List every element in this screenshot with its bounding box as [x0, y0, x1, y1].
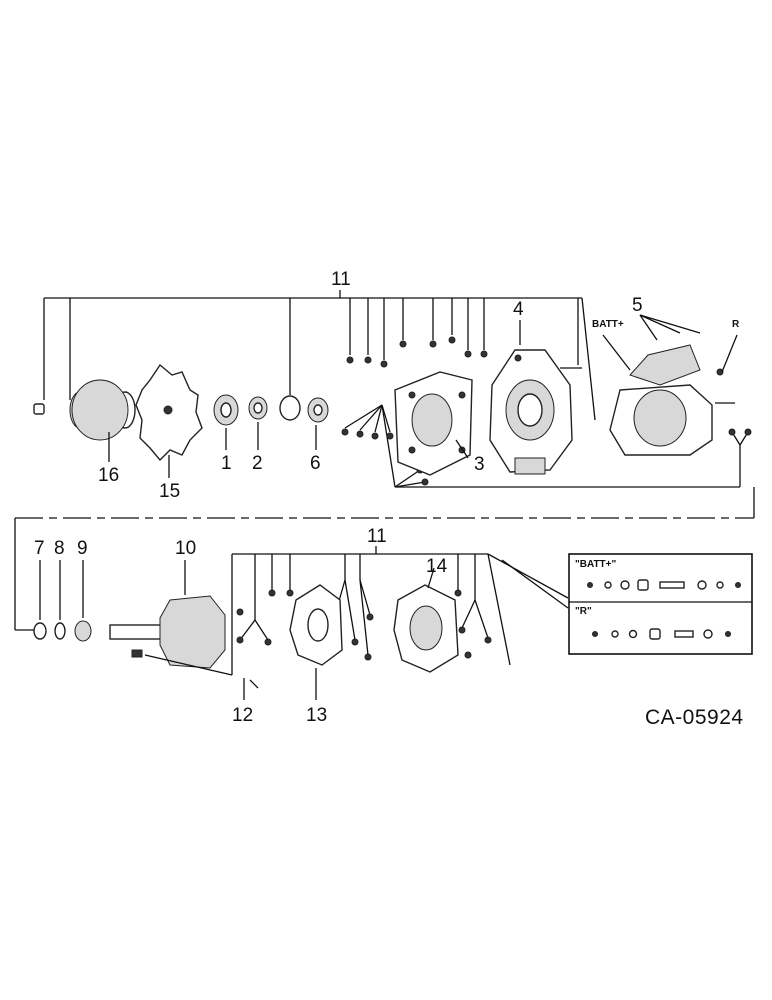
callout-8: 8: [54, 538, 65, 559]
inset-r-title: "R": [575, 606, 592, 617]
label-r-terminal: R: [732, 319, 740, 330]
callout-12: 12: [232, 705, 254, 726]
callout-15: 15: [159, 481, 181, 502]
callout-16: 16: [98, 465, 120, 486]
callout-10: 10: [175, 538, 197, 559]
callout-13: 13: [306, 705, 328, 726]
inset-batt-title: "BATT+": [575, 559, 617, 570]
callout-6: 6: [310, 453, 321, 474]
bottom-row-parts: [33, 546, 753, 700]
callout-7: 7: [34, 538, 45, 559]
callout-5: 5: [632, 295, 643, 316]
callout-14: 14: [426, 556, 448, 577]
callout-1: 1: [221, 453, 232, 474]
callout-4: 4: [513, 299, 524, 320]
callout-3: 3: [474, 454, 485, 475]
callout-2: 2: [252, 453, 263, 474]
top-callout-bracket: [14, 290, 755, 631]
drawing-code: CA-05924: [645, 706, 744, 729]
top-row-parts: [33, 314, 752, 486]
callout-11-top: 11: [331, 269, 351, 290]
callout-11-bottom: 11: [367, 526, 387, 547]
label-batt-terminal: BATT+: [592, 319, 624, 330]
callout-9: 9: [77, 538, 88, 559]
